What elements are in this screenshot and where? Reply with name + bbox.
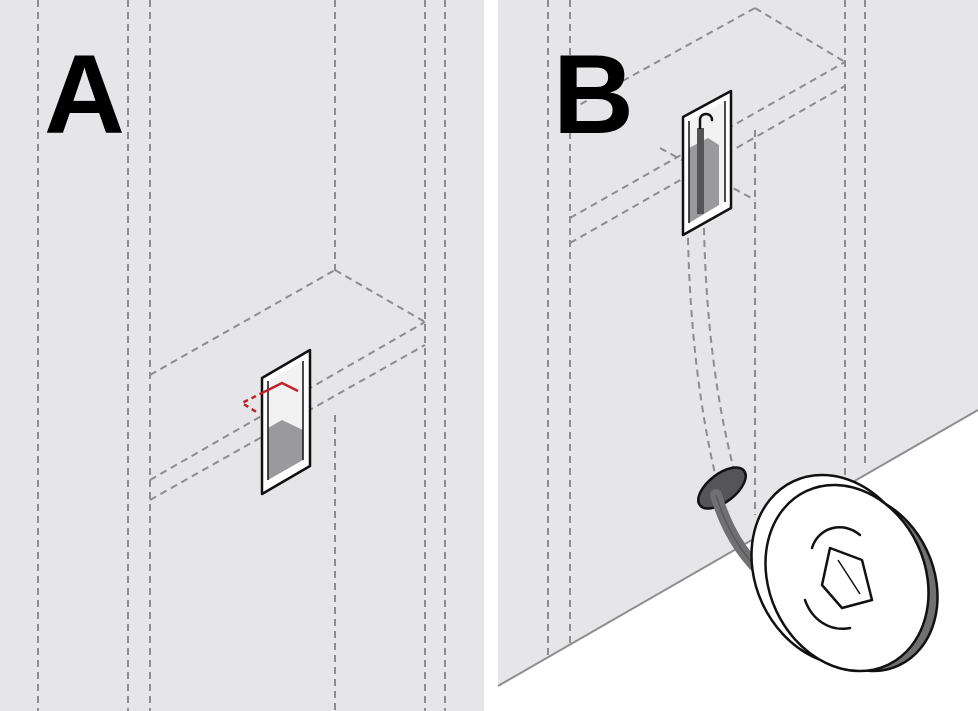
fish-tape-reel-icon — [750, 473, 939, 673]
fish-tape-hook-icon — [697, 112, 714, 214]
wall-hole — [697, 466, 747, 510]
panel-a: A — [0, 0, 484, 711]
box-shadow — [268, 420, 303, 480]
cable-path — [703, 227, 735, 471]
reel-inner-arc — [803, 598, 852, 631]
fish-tape-end — [697, 128, 704, 214]
cut-mark-icon — [239, 381, 299, 415]
block-edge — [334, 269, 426, 323]
block-edge — [754, 7, 846, 63]
reel-handle-grip — [837, 559, 861, 595]
panel-divider — [484, 0, 498, 711]
fish-tape-hook — [698, 112, 714, 130]
electrical-box-icon — [260, 348, 312, 496]
panel-b-stud-lines — [547, 0, 866, 660]
panel-a-stud-lines — [37, 0, 446, 711]
panel-a-wall — [0, 0, 484, 711]
reel-inner-arc — [810, 526, 862, 550]
panel-b-cable-path — [687, 227, 735, 479]
panel-b-label: B — [553, 32, 634, 157]
panel-a-label: A — [44, 32, 125, 157]
wall-hole-icon — [697, 466, 747, 510]
panel-b: B — [497, 0, 978, 711]
cut-mark-solid — [263, 381, 299, 394]
cut-mark-dashed — [239, 390, 265, 415]
electrical-box-icon — [681, 89, 733, 237]
